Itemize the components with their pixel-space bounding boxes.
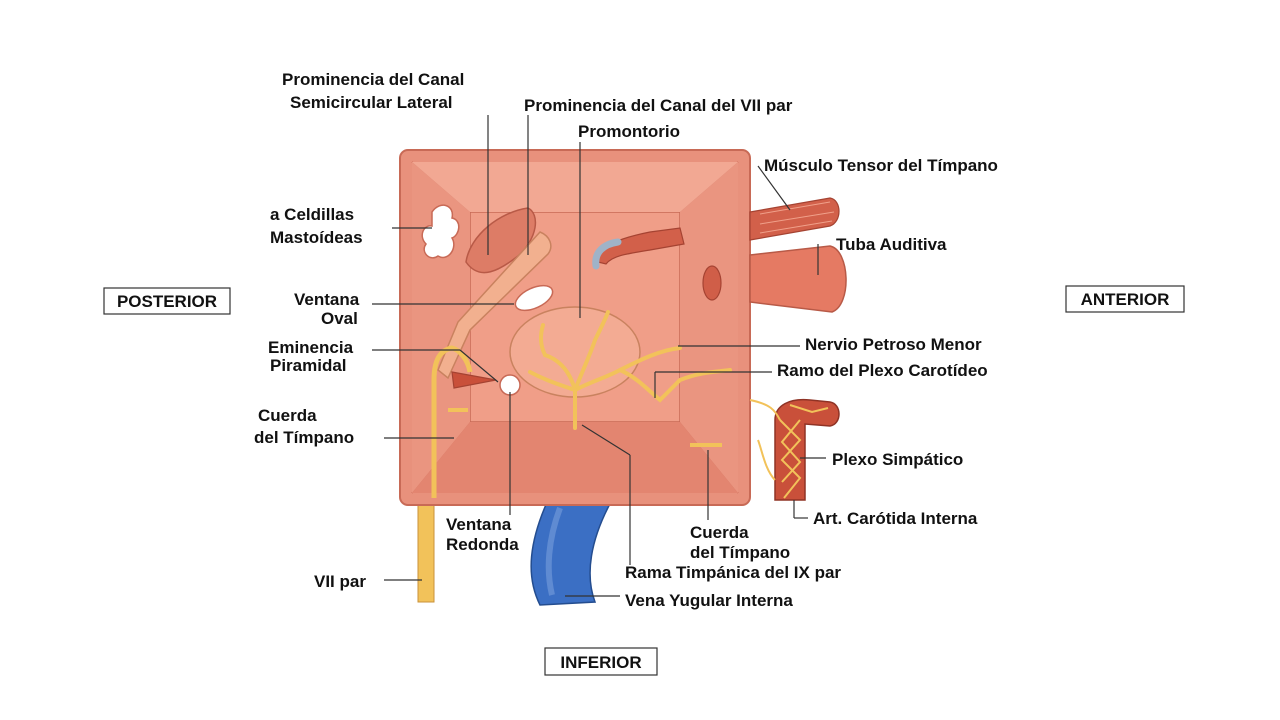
tympanic-cavity-drawing	[399, 149, 847, 606]
label-eminencia-1: Eminencia	[268, 338, 354, 357]
label-ventana-redonda-1: Ventana	[446, 515, 512, 534]
anterior-label: ANTERIOR	[1081, 290, 1170, 309]
label-cuerda-left-1: Cuerda	[258, 406, 317, 425]
label-eminencia-2: Piramidal	[270, 356, 347, 375]
tensor-tympani-muscle	[749, 197, 840, 241]
leader-lines	[372, 115, 826, 597]
sympathetic-plexus	[749, 399, 829, 499]
label-cuerda-right-2: del Tímpano	[690, 543, 790, 562]
label-cuerda-right-1: Cuerda	[690, 523, 749, 542]
auditory-tube	[749, 245, 847, 313]
posterior-box	[103, 287, 231, 315]
label-art-carotida: Art. Carótida Interna	[813, 509, 978, 528]
label-musculo-tensor: Músculo Tensor del Tímpano	[764, 156, 998, 175]
label-canal-semicircular-2: Semicircular Lateral	[290, 93, 453, 112]
label-promontorio: Promontorio	[578, 122, 680, 141]
jugular-vein	[530, 499, 614, 606]
label-vena-yugular: Vena Yugular Interna	[625, 591, 793, 610]
labels: Prominencia del Canal Semicircular Later…	[254, 70, 998, 610]
internal-carotid-artery	[774, 398, 840, 501]
chorda-tympani-left	[431, 345, 473, 498]
label-celdillas-1: a Celdillas	[270, 205, 354, 224]
label-ventana-oval-2: Oval	[321, 309, 358, 328]
mastoid-cells	[421, 204, 460, 259]
label-ventana-oval-1: Ventana	[294, 290, 360, 309]
label-canal-vii: Prominencia del Canal del VII par	[524, 96, 793, 115]
facial-canal-prominence	[437, 231, 552, 380]
oval-window	[514, 284, 554, 312]
label-celdillas-2: Mastoídeas	[270, 228, 363, 247]
label-ramo-plexo: Ramo del Plexo Carotídeo	[777, 361, 988, 380]
label-canal-semicircular-1: Prominencia del Canal	[282, 70, 464, 89]
vii-par-nerve	[417, 497, 435, 603]
label-cuerda-left-2: del Tímpano	[254, 428, 354, 447]
label-vii-par: VII par	[314, 572, 366, 591]
posterior-label: POSTERIOR	[117, 292, 217, 311]
pyramidal-eminence	[451, 371, 497, 389]
label-tuba-auditiva: Tuba Auditiva	[836, 235, 947, 254]
inferior-label: INFERIOR	[560, 653, 641, 672]
label-plexo-simpatico: Plexo Simpático	[832, 450, 963, 469]
label-rama-timpanica: Rama Timpánica del IX par	[625, 563, 841, 582]
orientation-labels: POSTERIOR ANTERIOR INFERIOR	[103, 285, 1185, 676]
label-ventana-redonda-2: Redonda	[446, 535, 519, 554]
inferior-box	[544, 647, 658, 676]
lateral-canal-prominence	[465, 207, 537, 274]
label-nervio-petroso: Nervio Petroso Menor	[805, 335, 982, 354]
anterior-box	[1065, 285, 1185, 313]
